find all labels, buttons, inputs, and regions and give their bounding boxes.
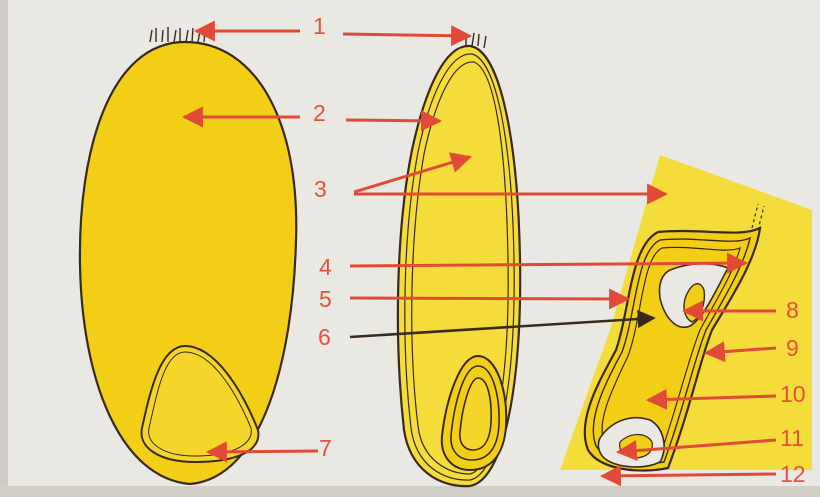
- label-12: 12: [780, 461, 806, 487]
- label-11: 11: [780, 425, 804, 451]
- label-3: 3: [314, 176, 327, 202]
- label-9: 9: [786, 335, 799, 361]
- label-5: 5: [319, 286, 332, 312]
- label-7: 7: [319, 435, 332, 461]
- arrow-5: [350, 298, 628, 299]
- photo-frame-left: [0, 0, 8, 497]
- label-8: 8: [786, 297, 799, 323]
- whole-grain-figure: [80, 27, 296, 484]
- arrow-12: [602, 474, 776, 476]
- label-1: 1: [313, 13, 326, 39]
- label-6: 6: [318, 324, 331, 350]
- arrow-7: [208, 451, 318, 452]
- arrow-2-right: [346, 120, 440, 121]
- label-10: 10: [780, 381, 806, 407]
- radicle: [620, 435, 653, 459]
- label-4: 4: [319, 254, 332, 280]
- label-2: 2: [313, 100, 326, 126]
- photo-frame-bottom: [0, 486, 820, 497]
- arrow-1-right: [343, 34, 470, 36]
